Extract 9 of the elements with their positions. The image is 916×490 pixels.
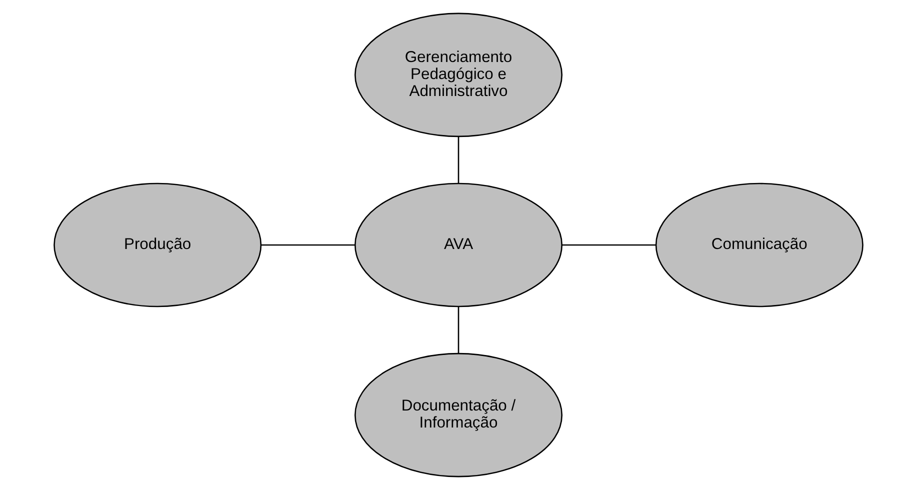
connector bbox=[457, 306, 459, 354]
node-ellipse: Comunicação bbox=[654, 182, 863, 308]
node-ellipse: Produção bbox=[53, 182, 262, 308]
connector bbox=[457, 136, 459, 184]
connector bbox=[561, 244, 656, 246]
node-ellipse: AVA bbox=[354, 182, 562, 308]
connector bbox=[260, 244, 355, 246]
node-ellipse: Gerenciamento Pedagógico e Administrativo bbox=[354, 12, 562, 138]
node-ellipse: Documentação / Informação bbox=[354, 352, 562, 478]
